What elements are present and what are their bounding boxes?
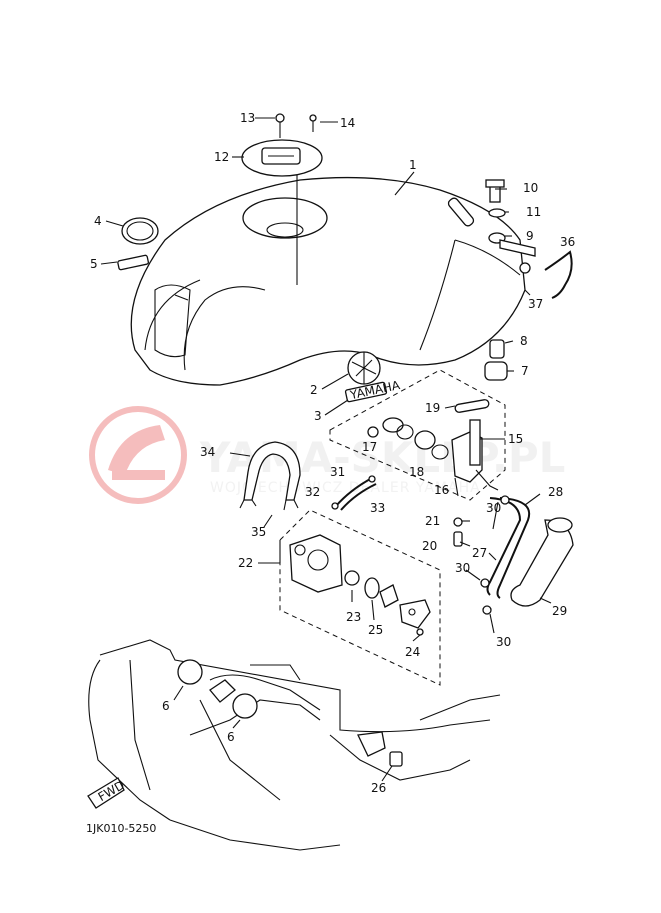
callout-36: 36 bbox=[560, 235, 575, 249]
callout-12: 12 bbox=[214, 150, 229, 164]
callout-10: 10 bbox=[523, 181, 538, 195]
callout-35: 35 bbox=[251, 525, 266, 539]
callout-30-a: 30 bbox=[486, 501, 501, 515]
callout-26: 26 bbox=[371, 781, 386, 795]
callout-33: 33 bbox=[370, 501, 385, 515]
callout-6-b: 6 bbox=[227, 730, 235, 744]
callout-20: 20 bbox=[422, 539, 437, 553]
callout-18: 18 bbox=[409, 465, 424, 479]
forward-arrow: FWD bbox=[87, 777, 127, 809]
callout-3: 3 bbox=[314, 409, 322, 423]
callout-14: 14 bbox=[340, 116, 355, 130]
gasket-and-plate bbox=[117, 217, 159, 271]
callout-37: 37 bbox=[528, 297, 543, 311]
tank-cap bbox=[241, 139, 323, 177]
callout-21: 21 bbox=[425, 514, 440, 528]
callout-31: 31 bbox=[330, 465, 345, 479]
callout-6-a: 6 bbox=[162, 699, 170, 713]
callouts: 13 14 12 1 4 5 2 3 10 11 9 36 37 8 7 19 … bbox=[90, 111, 575, 795]
callout-17: 17 bbox=[362, 440, 377, 454]
callout-24: 24 bbox=[405, 645, 420, 659]
callout-27: 27 bbox=[472, 546, 487, 560]
leader-lines bbox=[100, 117, 552, 782]
callout-7: 7 bbox=[521, 364, 529, 378]
callout-22: 22 bbox=[238, 556, 253, 570]
fuel-pump-group bbox=[279, 509, 441, 686]
callout-2: 2 bbox=[310, 383, 318, 397]
callout-8: 8 bbox=[520, 334, 528, 348]
fuel-cock-group bbox=[329, 369, 506, 501]
watermark: YAMA-SKLEP.PL WOJCIECHOWICZ DEALER YAMAH… bbox=[89, 406, 565, 504]
callout-30-b: 30 bbox=[455, 561, 470, 575]
callout-30-c: 30 bbox=[496, 635, 511, 649]
callout-23: 23 bbox=[346, 610, 361, 624]
callout-15: 15 bbox=[508, 432, 523, 446]
callout-11: 11 bbox=[526, 205, 541, 219]
callout-32: 32 bbox=[305, 485, 320, 499]
cap-bolts bbox=[275, 113, 317, 138]
fwd-label: FWD bbox=[96, 778, 127, 804]
watermark-subtext: WOJCIECHOWICZ DEALER YAMAHA bbox=[210, 480, 481, 496]
fuel-tank bbox=[130, 176, 526, 386]
callout-34: 34 bbox=[200, 445, 215, 459]
callout-4: 4 bbox=[94, 214, 102, 228]
frame bbox=[88, 639, 501, 851]
hose-clips bbox=[480, 495, 510, 615]
callout-5: 5 bbox=[90, 257, 98, 271]
watermark-logo bbox=[89, 406, 187, 504]
callout-16: 16 bbox=[434, 483, 449, 497]
callout-29: 29 bbox=[552, 604, 567, 618]
callout-13: 13 bbox=[240, 111, 255, 125]
callout-19: 19 bbox=[425, 401, 440, 415]
drawing-code: 1JK010-5250 bbox=[86, 822, 156, 835]
vent-hoses bbox=[239, 441, 377, 511]
rear-mount-parts bbox=[447, 179, 573, 299]
callout-1: 1 bbox=[409, 158, 417, 172]
dampers bbox=[484, 339, 508, 381]
callout-28: 28 bbox=[548, 485, 563, 499]
callout-25: 25 bbox=[368, 623, 383, 637]
callout-9: 9 bbox=[526, 229, 534, 243]
